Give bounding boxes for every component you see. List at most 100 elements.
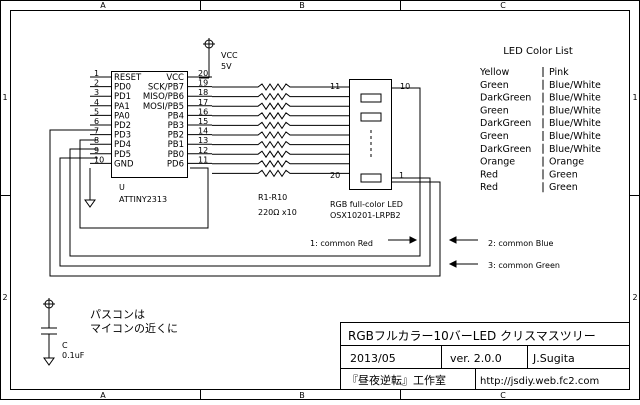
mcu-pin-right-name: MOSI/PB5 (143, 102, 184, 112)
color-list-left: Orange (480, 157, 515, 168)
frame-number-left-2: 2 (2, 293, 7, 302)
mcu-pin-right-name: PB4 (168, 111, 184, 121)
mcu-pin-right-name: PB3 (168, 121, 184, 131)
mcu-pin-right-name: VCC (166, 73, 184, 83)
mcu-pin-right-number: 19 (198, 79, 208, 88)
mcu-pin-left-name: RESET (114, 73, 142, 83)
mcu-pin-right-name: PB1 (168, 140, 184, 150)
frame-letter-top-c: C (500, 1, 506, 10)
capacitor-symbol (41, 298, 57, 366)
title-block-date: 2013/05 (350, 352, 396, 365)
color-list-left: Yellow (479, 67, 509, 78)
title-block-author: J.Sugita (532, 352, 575, 365)
color-list-title: LED Color List (503, 46, 573, 57)
resistor (212, 150, 349, 159)
title-block-url: http://jsdiy.web.fc2.com (480, 376, 599, 387)
color-list-left: Red (480, 182, 498, 193)
resistor (212, 111, 349, 120)
mcu-pin-left-number: 1 (94, 69, 99, 78)
capacitor-ref: C (62, 341, 68, 350)
mcu-pin-left-number: 4 (94, 98, 99, 107)
mcu-pin-left-number: 3 (94, 88, 99, 97)
color-list-right: Blue/White (549, 105, 601, 116)
mcu-pin-right-name: PB0 (168, 150, 184, 160)
mcu-pin-left-number: 10 (94, 155, 104, 164)
color-list-right: Blue/White (549, 93, 601, 104)
color-list-right: Blue/White (549, 144, 601, 155)
color-list-right: Blue/White (549, 131, 601, 142)
mcu-pin-left-number: 9 (94, 146, 99, 155)
mcu-pin-left-name: PD5 (114, 150, 131, 160)
mcu-pin-right-name: SCK/PB7 (148, 83, 184, 93)
title-block-frame (340, 322, 630, 390)
resistor (212, 140, 349, 149)
gnd-symbol (84, 168, 96, 208)
resistor-ref: R1-R10 (258, 193, 287, 202)
note-line-2: マイコンの近くに (90, 322, 178, 335)
led-bar-body (349, 79, 392, 190)
mcu-ref: U (119, 183, 125, 192)
resistor (212, 83, 349, 91)
frame-letter-bottom-c: C (500, 391, 506, 400)
frame-letter-bottom-b: B (299, 391, 305, 400)
led-label-2: OSX10201-LRPB2 (330, 211, 401, 220)
vcc-voltage: 5V (221, 62, 232, 71)
color-list-right: Pink (549, 67, 569, 78)
mcu-pin-right-number: 13 (198, 136, 208, 145)
common-green-label: 3: common Green (488, 261, 560, 270)
common-red-label: 1: common Red (310, 239, 373, 248)
mcu-pin-right-number: 18 (198, 88, 208, 97)
title-block-version: ver. 2.0.0 (450, 352, 502, 365)
mcu-pin-right-number: 16 (198, 107, 208, 116)
mcu-pin-right-number: 14 (198, 127, 208, 136)
led-pin-11: 11 (330, 82, 340, 91)
common-blue-label: 2: common Blue (488, 239, 553, 248)
color-list-left: Red (480, 169, 498, 180)
frame-number-left-1: 1 (2, 93, 7, 102)
mcu-pin-right-name: MISO/PB6 (143, 92, 184, 102)
resistor (212, 102, 349, 111)
mcu-pin-left-number: 6 (94, 117, 99, 126)
resistor-array (212, 83, 349, 178)
led-pin-1: 1 (399, 171, 404, 180)
mcu-pin-left-number: 2 (94, 79, 99, 88)
inner-frame (10, 10, 630, 390)
mcu-pin-right-number: 11 (198, 155, 208, 164)
mcu-pin-right-number: 12 (198, 146, 208, 155)
led-segment-2 (360, 112, 382, 122)
color-list-left: DarkGreen (480, 144, 531, 155)
title-block-studio: 『昼夜逆転』工作室 (347, 373, 446, 387)
color-list-left: Green (480, 105, 509, 116)
led-segment-1 (360, 93, 382, 103)
mcu-pin-left-number: 8 (94, 136, 99, 145)
frame-letter-top-b: B (299, 1, 305, 10)
color-list-right: Blue/White (549, 118, 601, 129)
mcu-pin-right-number: 20 (198, 69, 208, 78)
color-list-left: Green (480, 80, 509, 91)
mcu-pin-left-name: GND (114, 159, 134, 169)
mcu-pin-left-name: PD2 (114, 121, 131, 131)
mcu-part: ATTINY2313 (119, 195, 167, 204)
color-list-right: Green (549, 169, 578, 180)
mcu-pin-left-number: 5 (94, 107, 99, 116)
mcu-pin-right-name: PB2 (168, 131, 184, 141)
color-list-left: Green (480, 131, 509, 142)
color-list-left: DarkGreen (480, 93, 531, 104)
vcc-symbol (199, 38, 215, 79)
mcu-pin-right-number: 17 (198, 98, 208, 107)
mcu-pin-left-name: PA1 (114, 102, 130, 112)
led-pin-10: 10 (400, 82, 410, 91)
mcu-pin-left-name: PD1 (114, 92, 131, 102)
mcu-pin-right-name: PD6 (167, 159, 184, 169)
title-block-title: RGBフルカラー10バーLED クリスマスツリー (348, 329, 596, 343)
frame-number-right-2: 2 (632, 293, 637, 302)
resistor (212, 169, 349, 178)
color-list-left: DarkGreen (480, 118, 531, 129)
color-list-right: Green (549, 182, 578, 193)
frame-letter-top-a: A (100, 1, 106, 10)
led-segment-10 (360, 173, 382, 183)
